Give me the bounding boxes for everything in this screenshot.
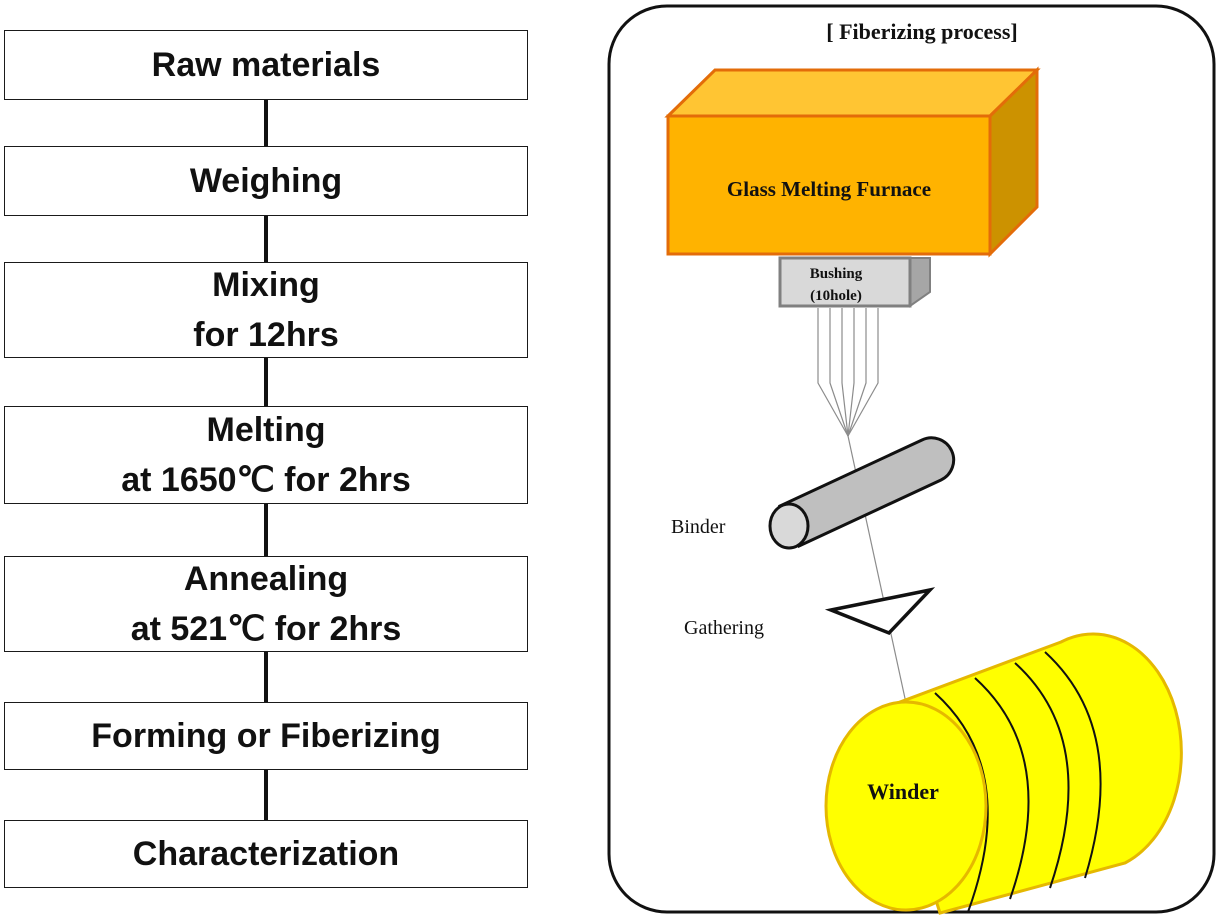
gathering-label: Gathering (684, 617, 764, 639)
bushing-label: Bushing (810, 266, 863, 282)
glass-melting-furnace: Glass Melting Furnace (664, 66, 1041, 258)
step-label: Mixing (212, 266, 320, 304)
step-raw-materials: Raw materials (4, 30, 528, 100)
glass-fibers (817, 308, 907, 704)
bushing: Bushing (10hole) (778, 256, 931, 308)
fiberizing-title: [ Fiberizing process] (826, 19, 1017, 44)
flow-connector (264, 504, 268, 556)
flow-connector (264, 358, 268, 406)
step-characterization: Characterization (4, 820, 528, 888)
step-annealing: Annealing at 521℃ for 2hrs (4, 556, 528, 652)
step-forming: Forming or Fiberizing (4, 702, 528, 770)
binder-cylinder (777, 436, 956, 548)
step-label: Characterization (132, 835, 400, 873)
winder-end-face (824, 700, 988, 912)
furnace-label: Glass Melting Furnace (727, 177, 931, 201)
step-detail: at 1650℃ for 2hrs (121, 461, 411, 499)
step-label: Annealing (183, 560, 349, 598)
step-label: Raw materials (151, 46, 381, 84)
step-melting: Melting at 1650℃ for 2hrs (4, 406, 528, 504)
step-detail: for 12hrs (193, 316, 339, 354)
step-weighing: Weighing (4, 146, 528, 216)
furnace-front (666, 114, 992, 256)
furnace-top (664, 68, 1041, 118)
flow-connector (264, 100, 268, 146)
step-mixing: Mixing for 12hrs (4, 262, 528, 358)
step-detail: at 521℃ for 2hrs (130, 610, 402, 648)
binder-end-cap (768, 502, 810, 550)
flow-connector (264, 216, 268, 262)
winder-label: Winder (867, 779, 939, 804)
step-label: Forming or Fiberizing (91, 717, 441, 755)
gathering-shoe (824, 587, 936, 636)
flow-connector (264, 652, 268, 702)
winder-drum: Winder (824, 632, 1183, 915)
binder-roller (768, 436, 956, 550)
step-label: Melting (206, 411, 326, 449)
flow-connector (264, 770, 268, 820)
step-label: Weighing (189, 162, 343, 200)
bushing-body (778, 256, 912, 308)
bushing-hole-count: (10hole) (810, 288, 862, 304)
binder-label: Binder (671, 516, 726, 538)
